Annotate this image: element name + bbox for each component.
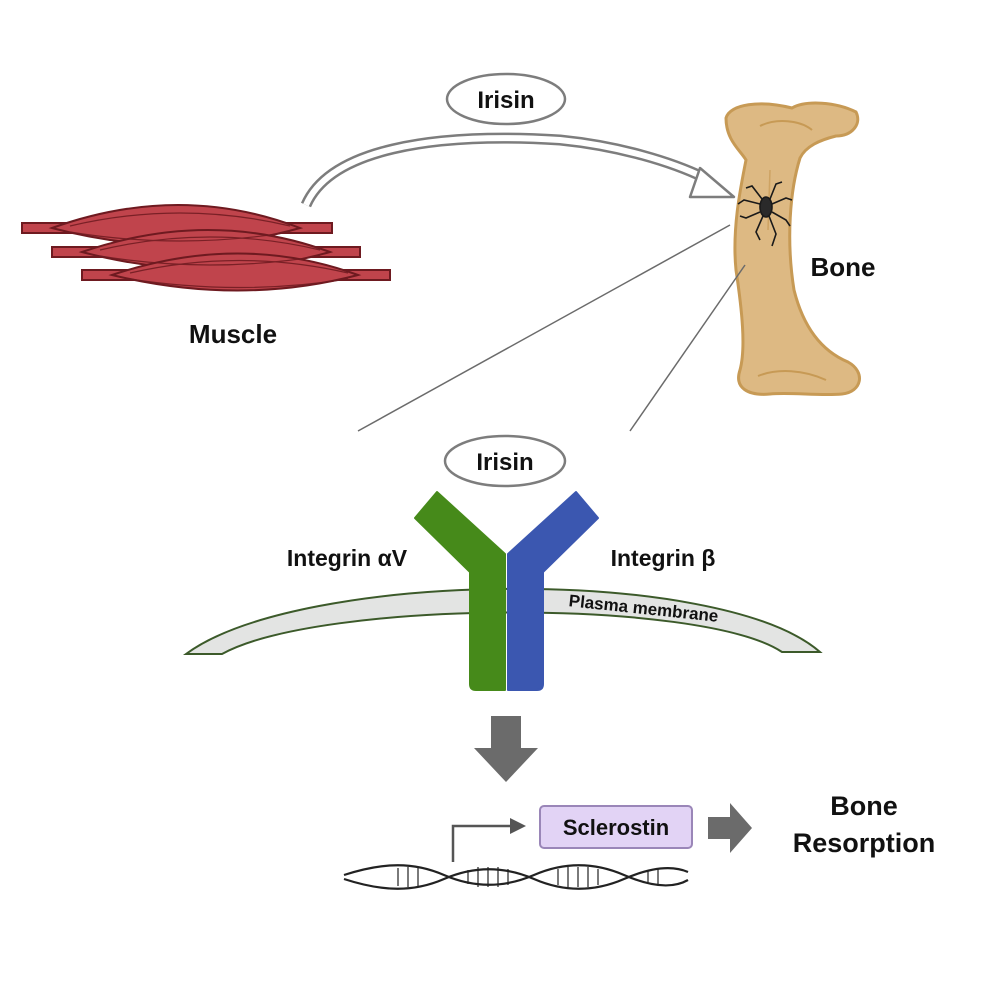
block-right-arrow-icon — [708, 803, 752, 853]
bone-resorption-line2: Resorption — [793, 828, 936, 858]
integrin-alpha-v-chain — [414, 491, 506, 691]
irisin-receptor-ellipse — [443, 434, 567, 488]
irisin-top-label: Irisin — [477, 87, 534, 114]
osteocyte-cell-icon — [737, 181, 793, 247]
curved-outline-arrow-icon — [300, 132, 736, 208]
bone-label: Bone — [811, 252, 876, 282]
sclerostin-label: Sclerostin — [563, 815, 669, 840]
irisin-top-ellipse — [445, 72, 567, 126]
zoom-line-right — [629, 264, 746, 432]
bone-resorption-line1: Bone — [830, 791, 898, 821]
integrin-b-label: Integrin β — [611, 545, 716, 571]
muscle-label: Muscle — [189, 319, 277, 349]
sclerostin-box — [539, 805, 693, 849]
integrin-receptor — [414, 491, 599, 691]
muscle-illustration — [21, 204, 391, 292]
plasma-membrane-shape — [182, 587, 823, 655]
zoom-line-left — [357, 224, 731, 432]
block-down-arrow-icon — [474, 716, 538, 782]
bone-illustration — [724, 101, 861, 397]
integrin-av-label: Integrin αV — [287, 545, 408, 571]
dna-double-helix-icon — [343, 864, 689, 890]
integrin-beta-chain — [507, 491, 599, 691]
promoter-bent-arrow-icon — [451, 818, 526, 862]
irisin-receptor-label: Irisin — [476, 449, 533, 476]
